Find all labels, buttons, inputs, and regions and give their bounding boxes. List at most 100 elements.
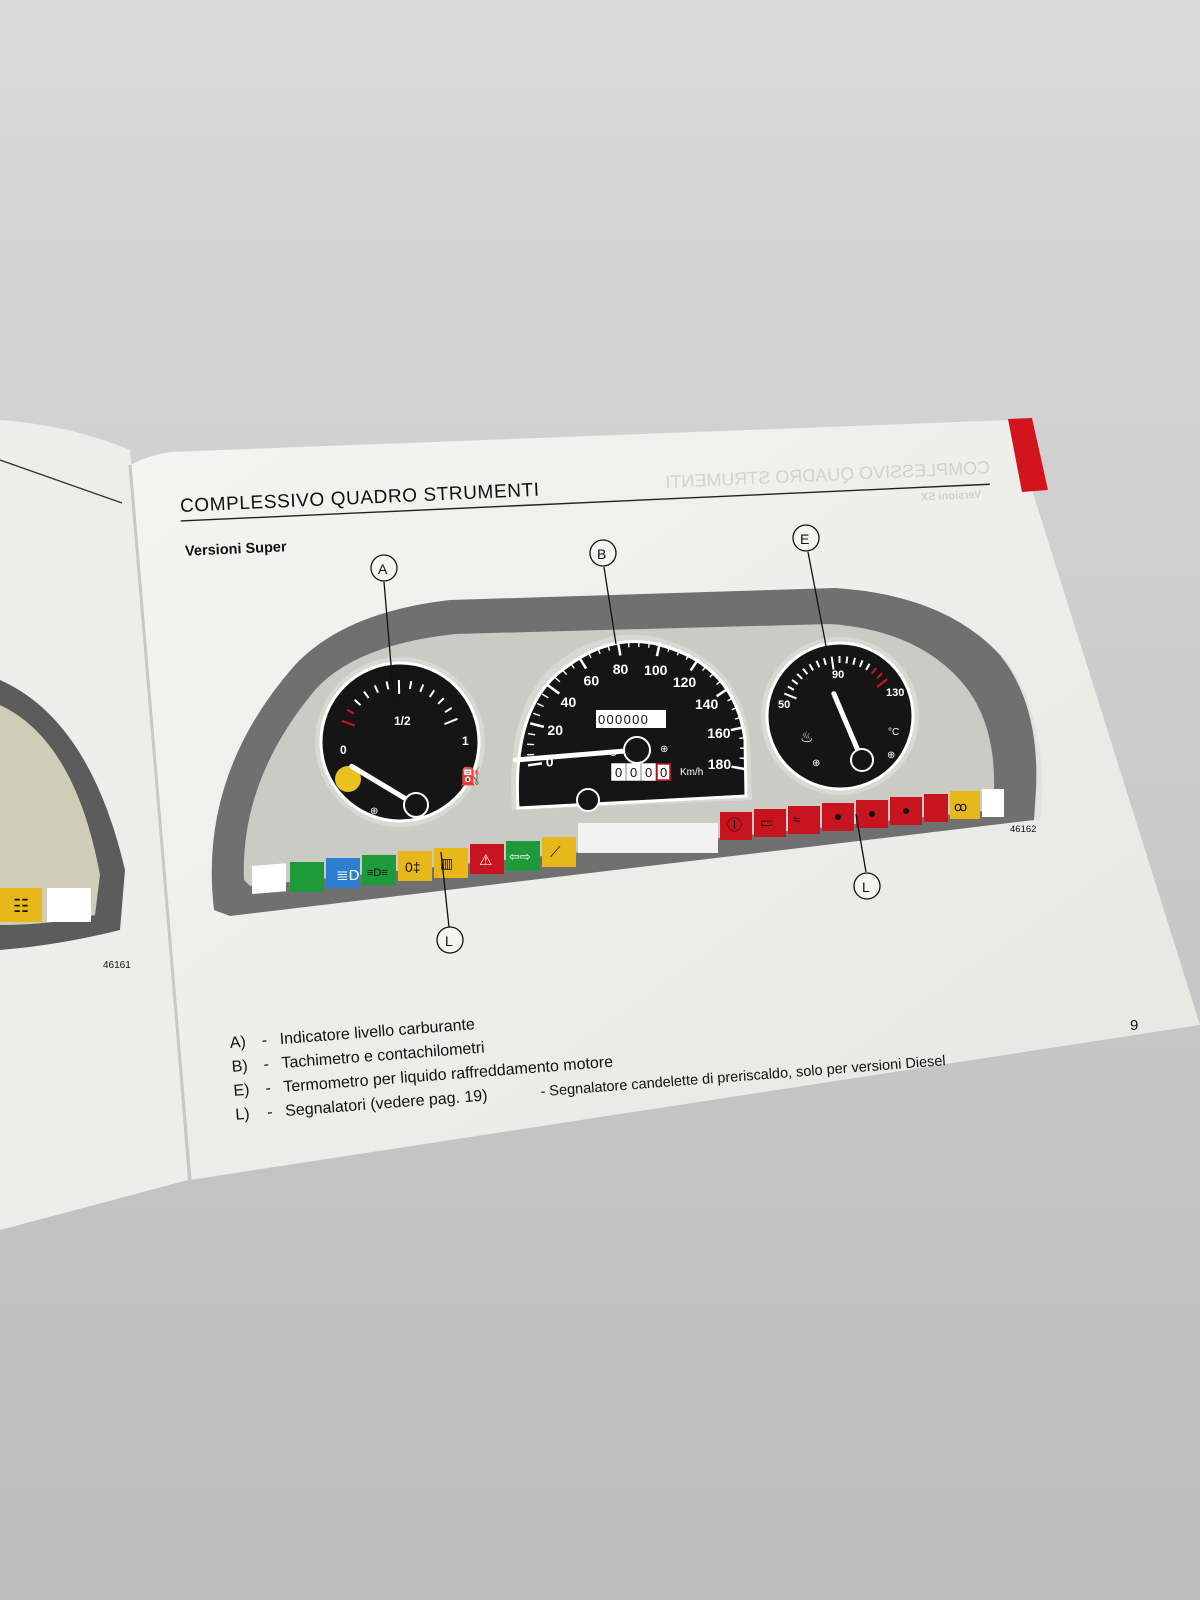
svg-text:⊕: ⊕ xyxy=(812,758,820,769)
fuel-gauge: 0 1/2 1 ⛽ ⊕ xyxy=(315,657,485,827)
speed-tick xyxy=(735,716,743,720)
speed-tick xyxy=(689,658,700,672)
fuel-tick xyxy=(408,680,413,690)
odometer-box xyxy=(596,710,666,728)
speed-tick xyxy=(655,642,662,657)
speed-tick xyxy=(667,644,671,652)
fuel-tick xyxy=(385,681,390,690)
page-number: 9 xyxy=(1130,1017,1138,1034)
trip-digit-box xyxy=(641,763,656,781)
speed-tick xyxy=(676,648,681,656)
speed-tick xyxy=(561,669,568,676)
trip-digit: 0 xyxy=(645,765,652,780)
temp-tick xyxy=(845,656,849,664)
speed-tick xyxy=(528,733,536,736)
fog-icon: 0‡ xyxy=(405,859,421,875)
speed-unit: Km/h xyxy=(680,767,703,778)
hazard-icon: ⚠ xyxy=(479,852,492,869)
temp-tick xyxy=(876,672,883,679)
legend-l-code: L) xyxy=(235,1106,250,1124)
svg-text:⊕: ⊕ xyxy=(609,748,617,759)
left-page: ☷ 46161 xyxy=(0,420,188,1230)
temp-tick xyxy=(783,692,797,700)
legend-b-code: B) xyxy=(231,1058,248,1076)
temp-unit: °C xyxy=(888,727,899,738)
fuel-tick xyxy=(419,684,425,693)
lamp-oil xyxy=(788,806,820,834)
temp-tick xyxy=(791,679,799,685)
battery-icon: ▭ xyxy=(760,814,773,830)
speed-label: 20 xyxy=(547,722,563,738)
odometer: 000000 xyxy=(598,712,649,727)
speed-tick xyxy=(730,725,745,732)
temp-tick xyxy=(802,668,809,675)
preheat-icon: ☷ xyxy=(13,896,29,916)
oil-pressure-icon: ≈ xyxy=(793,812,800,827)
lamp-battery xyxy=(754,809,786,837)
speed-label: 80 xyxy=(613,661,629,677)
speed-tick xyxy=(715,687,729,698)
svg-text:⊕: ⊕ xyxy=(660,744,668,755)
lamp-blank xyxy=(252,863,286,894)
sidelight-icon: ≡D≡ xyxy=(367,867,388,879)
warning-lamp-strip: ≣D ≡D≡ 0‡ ▥ ⚠ ⇦⇨ ⟋ Ⓘ ▭ ≈ ꝏ xyxy=(252,789,1004,894)
high-beam-icon: ≣D xyxy=(336,867,360,884)
speed-tick xyxy=(529,722,545,728)
temp-tick xyxy=(787,685,795,691)
speed-tick xyxy=(569,662,575,669)
speed-tick xyxy=(731,765,746,771)
svg-text:⊕: ⊕ xyxy=(887,750,895,761)
fuel-pump-icon: ⛽ xyxy=(460,766,481,786)
speed-tick xyxy=(596,647,601,655)
speed-tick xyxy=(616,641,622,656)
temp-tick xyxy=(823,657,827,666)
fuel-tick xyxy=(341,719,356,727)
speed-label: 40 xyxy=(561,694,577,710)
temp-scale-50: 50 xyxy=(778,699,790,711)
trip-digit-box xyxy=(656,763,671,781)
trip-digit: 0 xyxy=(630,765,637,780)
red-page-tab xyxy=(1008,418,1048,492)
speed-tick xyxy=(554,676,561,683)
speed-tick xyxy=(627,640,630,648)
callout-a: A xyxy=(370,554,398,701)
legend-a-code: A) xyxy=(229,1034,246,1052)
speed-label: 180 xyxy=(708,756,732,772)
temp-scale-90: 90 xyxy=(832,669,844,681)
fuel-tick xyxy=(437,697,445,705)
speed-tick xyxy=(709,671,716,678)
speed-tick xyxy=(716,679,723,686)
svg-text:⊕: ⊕ xyxy=(370,806,378,817)
fuel-scale-0: 0 xyxy=(340,743,347,757)
speed-tick xyxy=(537,702,544,708)
speed-tick xyxy=(527,762,543,767)
lamp-choke xyxy=(542,837,576,867)
callout-b-label: B xyxy=(597,546,606,562)
fuel-tick xyxy=(373,684,379,694)
callout-l-left: L xyxy=(436,851,464,954)
legend-e-code: E) xyxy=(233,1082,250,1100)
speed-tick xyxy=(533,712,541,717)
lamp-indicators xyxy=(506,841,540,871)
temp-tick xyxy=(865,663,871,671)
speed-tick xyxy=(731,706,739,711)
mirrored-subtitle: Versioni SX xyxy=(920,489,982,504)
fuel-tick xyxy=(444,717,458,725)
lamp-preheat xyxy=(950,791,980,819)
brake-warning-icon: Ⓘ xyxy=(727,817,742,834)
callout-l-left-label: L xyxy=(445,933,453,949)
speed-needle xyxy=(512,747,640,763)
callout-l-right: L xyxy=(853,813,881,900)
lamp-blank-wide xyxy=(578,823,718,853)
left-figure-code: 46161 xyxy=(103,960,131,971)
temp-needle xyxy=(831,691,865,763)
trip-digit-box xyxy=(611,763,626,781)
speed-tick xyxy=(541,693,549,699)
trip-digit: 0 xyxy=(615,765,622,780)
speed-tick xyxy=(587,651,592,659)
temp-tick xyxy=(858,659,864,668)
trip-digit-box xyxy=(626,763,641,781)
speed-tick xyxy=(727,696,735,702)
speed-label: 160 xyxy=(707,725,731,741)
